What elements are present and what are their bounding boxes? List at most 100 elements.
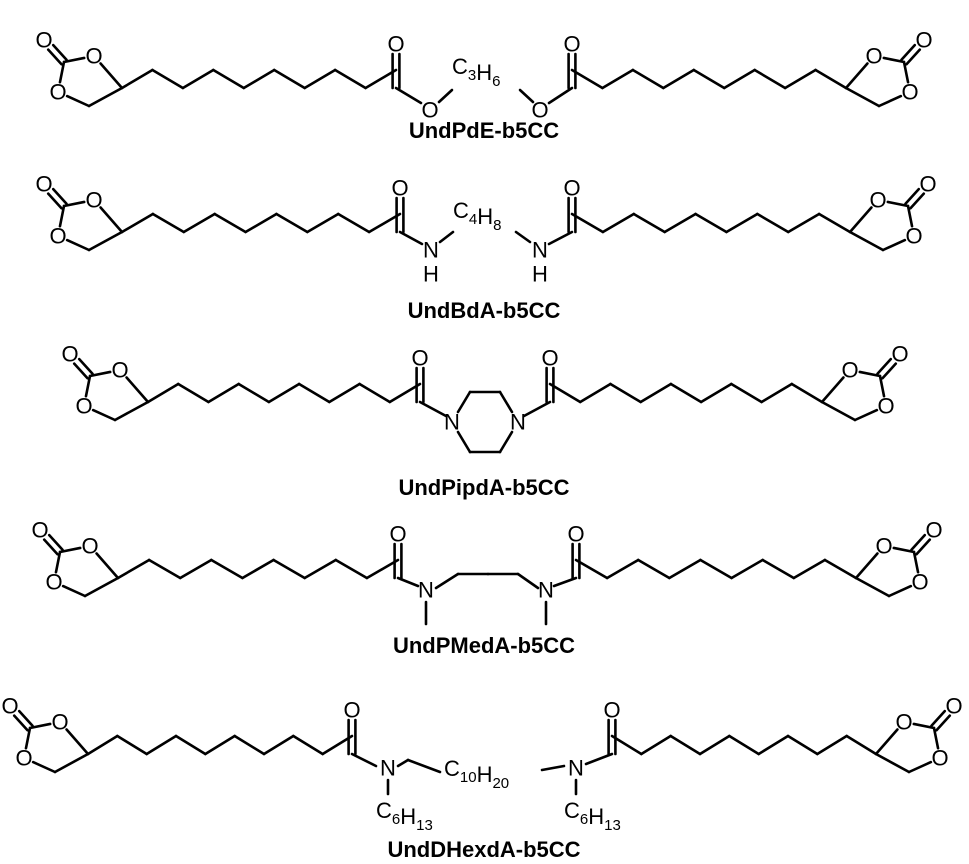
ring-bond: [877, 94, 903, 108]
ring-oxygen: O: [85, 44, 102, 69]
chain-bond: [631, 68, 665, 90]
ring-bond: [820, 376, 845, 404]
amide-bond: [438, 230, 455, 244]
carbonyl-oxygen: O: [35, 172, 52, 197]
chain-bond: [817, 212, 852, 234]
chain-bond: [699, 382, 733, 404]
chain-bond: [365, 558, 400, 580]
carbonyl-bond: [42, 538, 59, 556]
chain-bond: [640, 734, 672, 756]
chain-bond: [336, 212, 371, 234]
ring-bond: [848, 206, 873, 234]
ring-bond: [907, 760, 933, 774]
linker-bond: [540, 764, 566, 772]
chain-bond: [120, 212, 155, 234]
amide-nitrogen: N: [380, 756, 396, 781]
chain-bond: [244, 212, 278, 234]
chain-bond: [790, 382, 824, 404]
chain-bond: [570, 68, 604, 90]
linker-bond: [396, 758, 410, 768]
chain-bond: [213, 212, 247, 234]
molecule-label-undpmeda: UndPMedA-b5CC: [393, 633, 575, 658]
carbonyl-bond: [47, 533, 64, 552]
ring-bond: [456, 430, 472, 454]
ring-bond: [844, 62, 869, 90]
ring-bond: [84, 374, 92, 398]
ring-bond: [881, 238, 907, 252]
carbonyl-bond: [900, 43, 917, 62]
chain-bond: [303, 558, 338, 580]
ring-oxygen: O: [875, 534, 892, 559]
chain-bond: [321, 734, 354, 756]
ring-oxygen: O: [81, 534, 98, 559]
amide-bond: [552, 576, 578, 588]
ring-oxygen: O: [111, 358, 128, 383]
linker-formula: C4H8: [453, 198, 501, 234]
carbonyl-oxygen: O: [541, 346, 558, 371]
molecule-label-undbda: UndBdA-b5CC: [408, 298, 561, 323]
chain-bond: [814, 68, 848, 90]
ring-bond: [99, 206, 124, 234]
molecule-label-undpde: UndPdE-b5CC: [409, 118, 559, 143]
carbonyl-bond: [46, 48, 63, 66]
carbonyl-bond: [910, 533, 927, 552]
carbonyl-bond: [46, 192, 63, 210]
chain-bond: [204, 734, 236, 756]
carbonyl-oxygen: O: [567, 522, 584, 547]
ring-bond: [874, 752, 911, 774]
amide-nitrogen: N: [532, 238, 548, 263]
ring-oxygen: O: [75, 394, 92, 419]
chain-bond: [601, 212, 636, 234]
chain-bond: [669, 734, 702, 756]
ring-bond: [854, 552, 879, 580]
chain-bond: [663, 212, 697, 234]
ring-bond: [65, 238, 91, 252]
carbonyl-bond: [930, 709, 947, 728]
chain-bond: [267, 382, 301, 404]
chain-bond: [292, 734, 324, 756]
ring-oxygen: O: [905, 224, 922, 249]
chain-bond: [275, 212, 309, 234]
carbonyl-oxygen: O: [925, 518, 942, 543]
ring-bond: [820, 400, 857, 422]
ring-bond: [83, 576, 120, 598]
ester-bond: [518, 88, 535, 104]
chain-bond: [668, 558, 702, 580]
linker-bond: [434, 572, 460, 590]
ring-bond: [912, 550, 920, 574]
ester-bond: [547, 86, 574, 105]
ring-bond: [456, 390, 472, 414]
linker-bond: [516, 572, 540, 590]
chain-bond: [358, 382, 392, 404]
chain-bond: [242, 68, 276, 90]
chain-bond: [845, 734, 878, 756]
carbonyl-oxygen: O: [1, 694, 18, 719]
ring-bond: [87, 86, 124, 108]
ring-bond: [912, 722, 936, 730]
chain-bond: [692, 68, 726, 90]
ring-oxygen: O: [49, 224, 66, 249]
carbonyl-oxygen: O: [919, 172, 936, 197]
chain-bond: [605, 558, 640, 580]
ester-oxygen: O: [421, 98, 438, 123]
chain-bond: [574, 558, 609, 580]
chain-bond: [212, 68, 246, 90]
chain-bond: [174, 734, 207, 756]
chain-bond: [578, 382, 612, 404]
chain-bond: [610, 734, 643, 756]
chain-bond: [116, 734, 148, 756]
ring-bond: [498, 390, 514, 414]
amide-bond: [396, 576, 420, 588]
chain-bond: [176, 382, 210, 404]
ring-bond: [906, 204, 914, 228]
carbonyl-oxygen: O: [563, 176, 580, 201]
amide-nitrogen: N: [423, 238, 439, 263]
chain-bond: [722, 68, 756, 90]
ring-bond: [62, 56, 86, 64]
carbonyl-oxygen: O: [343, 698, 360, 723]
chain-bond: [306, 212, 340, 234]
